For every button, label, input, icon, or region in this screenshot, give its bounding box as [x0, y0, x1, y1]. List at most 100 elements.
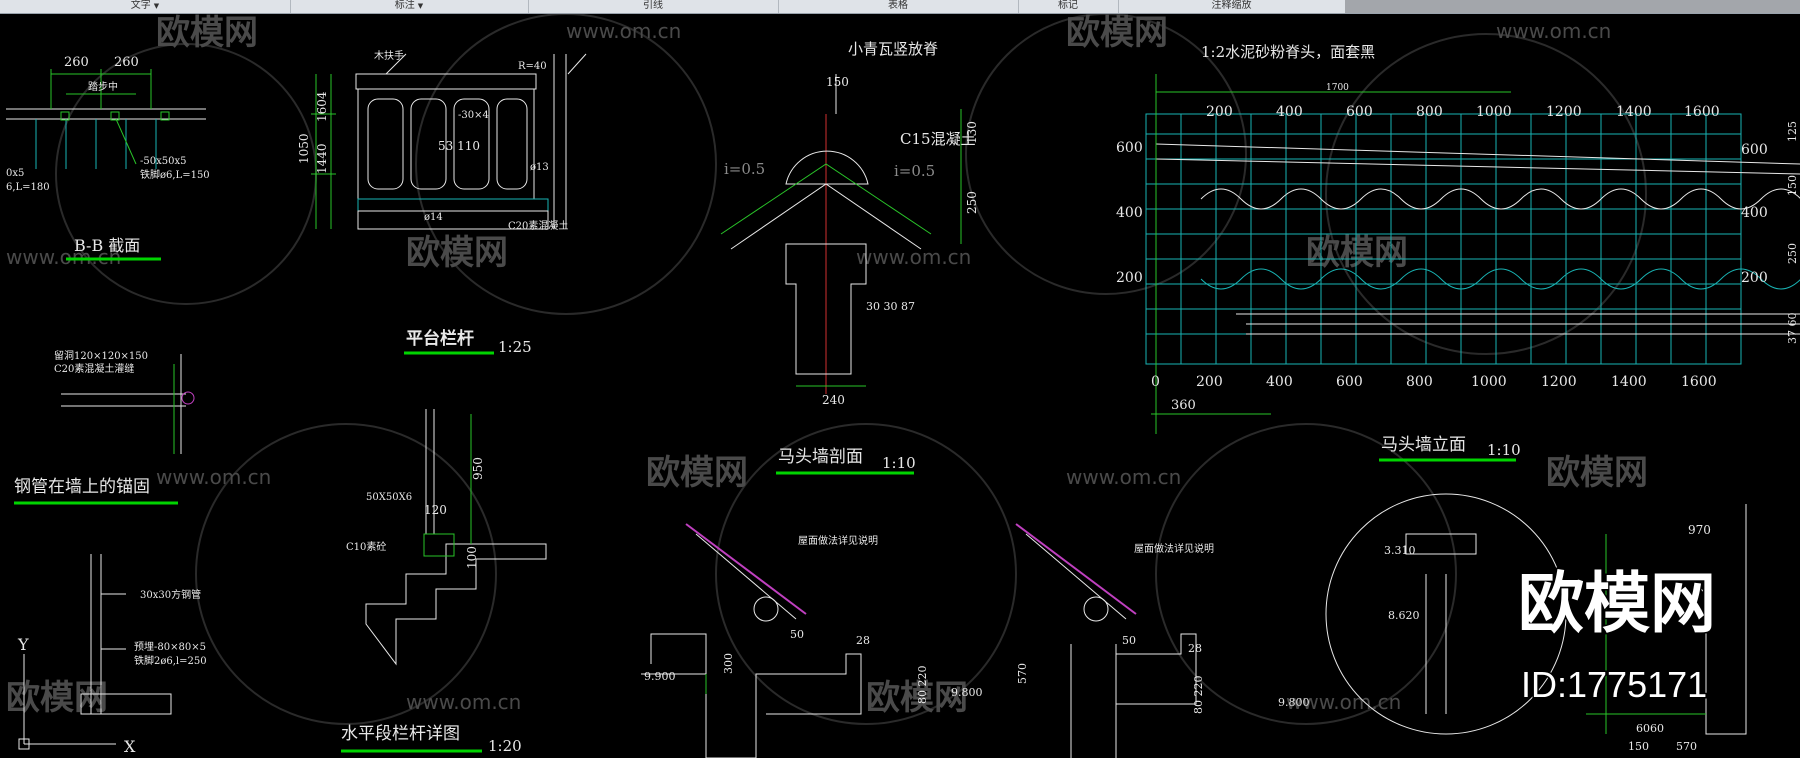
horsehead-wall-section-detail	[720, 74, 962, 394]
note-text: 1:2水泥砂粉脊头，面套黑	[1201, 43, 1375, 61]
left-tick: 200	[1116, 270, 1143, 286]
dim-text: 570	[1676, 740, 1697, 753]
ribbon-tab-leader[interactable]: 引线	[528, 0, 779, 13]
watermark-layer: 欧模网 欧模网 欧模网 欧模网 欧模网 欧模网 欧模网 欧模网 www.om.c…	[6, 14, 1648, 718]
drawing-scale: 1:10	[1487, 441, 1521, 459]
axis-label: X	[124, 737, 136, 756]
drawing-scale: 1:20	[488, 737, 522, 755]
horizontal-railing-detail	[365, 409, 547, 666]
drawing-title: 马头墙立面	[1381, 435, 1466, 455]
level-text: 9.900	[644, 670, 676, 683]
ribbon-tab-dimension[interactable]: 标注▼	[290, 0, 529, 13]
watermark-brand: 欧模网	[6, 678, 108, 718]
dim-text: 6060	[1636, 722, 1664, 735]
bottom-tick: 0	[1151, 374, 1160, 390]
ribbon-tab-annotation-scaling[interactable]: 注释缩放	[1118, 0, 1346, 13]
note-text: C10素砼	[346, 540, 386, 553]
watermark-url: www.om.cn	[566, 19, 681, 43]
dim-text: 28	[1188, 642, 1202, 655]
top-tick: 200	[1206, 104, 1233, 120]
note-text: 预埋-80×80×5	[134, 641, 206, 653]
note-text: C20素混凝土灌缝	[54, 362, 134, 375]
drawing-scale: 1:25	[498, 338, 532, 356]
roof-eave-detail-right	[1015, 523, 1197, 758]
watermark-url: www.om.cn	[856, 245, 971, 269]
drawing-canvas[interactable]: 欧模网 欧模网 欧模网 欧模网 欧模网 欧模网 欧模网 欧模网 www.om.c…	[6, 14, 1800, 758]
note-text: 留洞120×120×150	[54, 349, 148, 362]
drawing-title: 水平段栏杆详图	[341, 724, 460, 744]
dim-text: 80 220	[1192, 676, 1205, 715]
bottom-tick: 1400	[1611, 374, 1647, 390]
watermark-brand: 欧模网	[646, 453, 748, 493]
ribbon-tab-text[interactable]: 文字▼	[0, 0, 291, 13]
dim-text: 260	[64, 55, 89, 70]
ribbon-tab-annotation-scaling-label: 注释缩放	[1211, 0, 1252, 11]
top-tick: 1600	[1684, 104, 1720, 120]
ribbon-empty-area	[1345, 0, 1800, 13]
steel-pipe-detail	[18, 554, 172, 750]
note-text: ø13	[530, 162, 549, 173]
note-text: C15混凝土	[900, 130, 976, 148]
bottom-tick: 1000	[1471, 374, 1507, 390]
note-text: 木扶手	[374, 49, 404, 62]
note-text: 53 110	[438, 139, 480, 153]
bottom-tick: 200	[1196, 374, 1223, 390]
top-tick: 600	[1346, 104, 1373, 120]
dim-text: 260	[114, 55, 139, 70]
bottom-tick: 1200	[1541, 374, 1577, 390]
note-text: 6,L=180	[6, 182, 50, 193]
note-text: 屋面做法详见说明	[1134, 542, 1214, 555]
bb-section-detail	[6, 69, 206, 169]
dim-text: 80 220	[916, 666, 929, 705]
level-text: 9.800	[1278, 696, 1310, 709]
dim-text: 100	[465, 546, 479, 569]
drawing-title: 钢管在墙上的锚固	[14, 477, 150, 497]
wall-anchor-detail	[61, 354, 195, 454]
top-tick: 1000	[1476, 104, 1512, 120]
top-tick: 1400	[1616, 104, 1652, 120]
dim-text: 250	[1786, 243, 1799, 264]
roof-eave-detail-left	[641, 523, 862, 758]
dim-text: 950	[471, 457, 485, 480]
ribbon-tab-markup-label: 标记	[1058, 0, 1078, 11]
note-text: 铁脚2ø6,l=250	[134, 654, 207, 667]
note-text: ø14	[424, 212, 443, 223]
ribbon-tab-markup[interactable]: 标记	[1018, 0, 1119, 13]
large-watermark-id: ID:1775171	[1521, 664, 1707, 705]
ribbon-tab-table[interactable]: 表格	[778, 0, 1019, 13]
right-tick: 200	[1741, 270, 1768, 286]
note-text: 30x30方钢管	[140, 588, 201, 601]
bottom-tick: 800	[1406, 374, 1433, 390]
dim-text: 125	[1786, 121, 1799, 142]
note-text: 小青瓦竖放脊	[848, 40, 938, 58]
dim-text: 570	[1016, 663, 1029, 684]
top-tick: 800	[1416, 104, 1443, 120]
slope-text: i=0.5	[724, 160, 765, 178]
slope-text: i=0.5	[894, 162, 935, 180]
dim-text: 1440	[315, 143, 329, 174]
watermark-brand: 欧模网	[406, 233, 508, 273]
dim-text: 1050	[297, 133, 311, 164]
dim-text: 150	[1786, 175, 1799, 196]
dim-text: 360	[1171, 398, 1196, 413]
level-text: 8.620	[1388, 609, 1420, 622]
watermark-brand: 欧模网	[156, 14, 258, 53]
watermark-brand: 欧模网	[866, 678, 968, 718]
watermark-url: www.om.cn	[6, 245, 121, 269]
dim-text: 1700	[1326, 83, 1349, 93]
dim-text: 250	[965, 191, 979, 214]
watermark-url: www.om.cn	[1066, 465, 1181, 489]
bottom-tick: 600	[1336, 374, 1363, 390]
ribbon-tab-table-label: 表格	[888, 0, 908, 11]
dim-text: 150	[826, 75, 849, 89]
note-text: -50x50x5	[140, 156, 186, 167]
dim-text: 50	[790, 628, 804, 641]
note-text: 踏步中	[88, 80, 118, 93]
ribbon-tab-dimension-label: 标注	[394, 0, 415, 11]
dim-text: 50	[1122, 634, 1136, 647]
bottom-tick: 400	[1266, 374, 1293, 390]
watermark-url: www.om.cn	[1286, 690, 1401, 714]
watermark-url: www.om.cn	[406, 690, 521, 714]
large-watermark: 欧模网 ID:1775171	[1517, 564, 1718, 707]
watermark-brand: 欧模网	[1066, 14, 1168, 53]
